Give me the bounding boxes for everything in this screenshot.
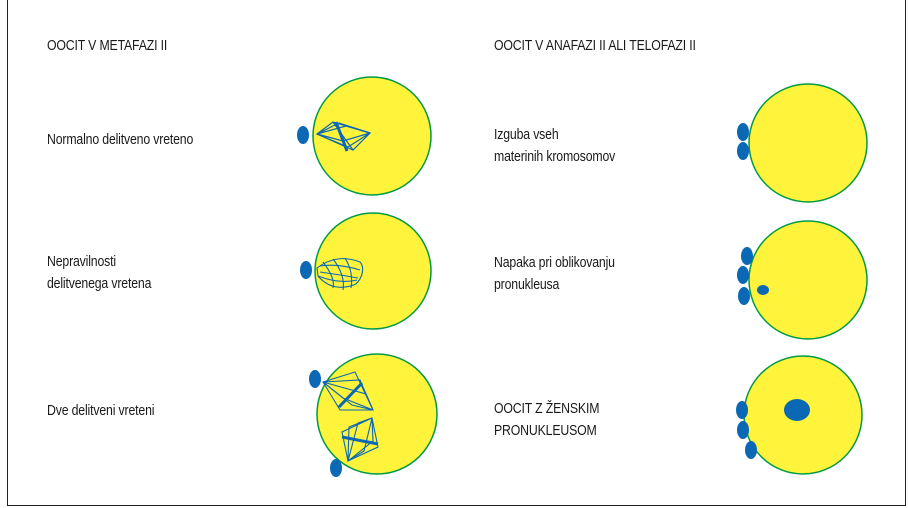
label-pronucleus-error: Napaka pri oblikovanju pronukleusa bbox=[494, 254, 615, 293]
oocyte-cell bbox=[748, 83, 868, 203]
oocyte-female-pronucleus bbox=[736, 355, 863, 475]
heading-anaphase-telophase-ii: OOCIT V ANAFAZI II ALI TELOFAZI II bbox=[494, 37, 696, 54]
oocyte-normal-spindle bbox=[297, 76, 432, 196]
polar-body bbox=[737, 142, 749, 160]
oocyte-chromosome-loss bbox=[737, 83, 868, 203]
label-spindle-abnormality: Nepravilnosti delitvenega vretena bbox=[47, 253, 152, 292]
oocyte-cell bbox=[748, 220, 868, 340]
oocyte-two-spindles bbox=[309, 353, 438, 477]
label-loss-of-chromosomes: Izguba vseh materinih kromosomov bbox=[494, 126, 616, 165]
label-normal-spindle: Normalno delitveno vreteno bbox=[47, 131, 194, 148]
oocyte-cell bbox=[314, 212, 432, 330]
polar-body bbox=[330, 459, 342, 477]
polar-body bbox=[737, 266, 749, 284]
chromatin bbox=[757, 285, 769, 295]
oocyte-cell bbox=[312, 76, 432, 196]
polar-body bbox=[300, 261, 312, 279]
oocyte-abnormal-spindle bbox=[300, 212, 432, 330]
polar-body bbox=[297, 126, 309, 144]
disorganized-spindle bbox=[316, 257, 364, 291]
label-female-pronucleus: OOCIT Z ŽENSKIM PRONUKLEUSOM bbox=[494, 400, 600, 439]
meiotic-spindle bbox=[322, 371, 374, 411]
label-two-spindles: Dve delitveni vreteni bbox=[47, 402, 155, 419]
polar-body bbox=[738, 287, 750, 305]
oocyte-pronucleus-error bbox=[737, 220, 868, 340]
meiotic-spindle bbox=[315, 121, 372, 152]
female-pronucleus bbox=[784, 399, 810, 421]
polar-body bbox=[737, 123, 749, 141]
polar-body bbox=[741, 247, 753, 265]
polar-body bbox=[745, 441, 757, 459]
oocyte-cell bbox=[316, 353, 438, 475]
polar-body bbox=[737, 421, 749, 439]
polar-body bbox=[736, 401, 748, 419]
meiotic-spindle bbox=[341, 417, 379, 462]
polar-body bbox=[309, 370, 321, 388]
heading-metaphase-ii: OOCIT V METAFAZI II bbox=[47, 37, 168, 54]
